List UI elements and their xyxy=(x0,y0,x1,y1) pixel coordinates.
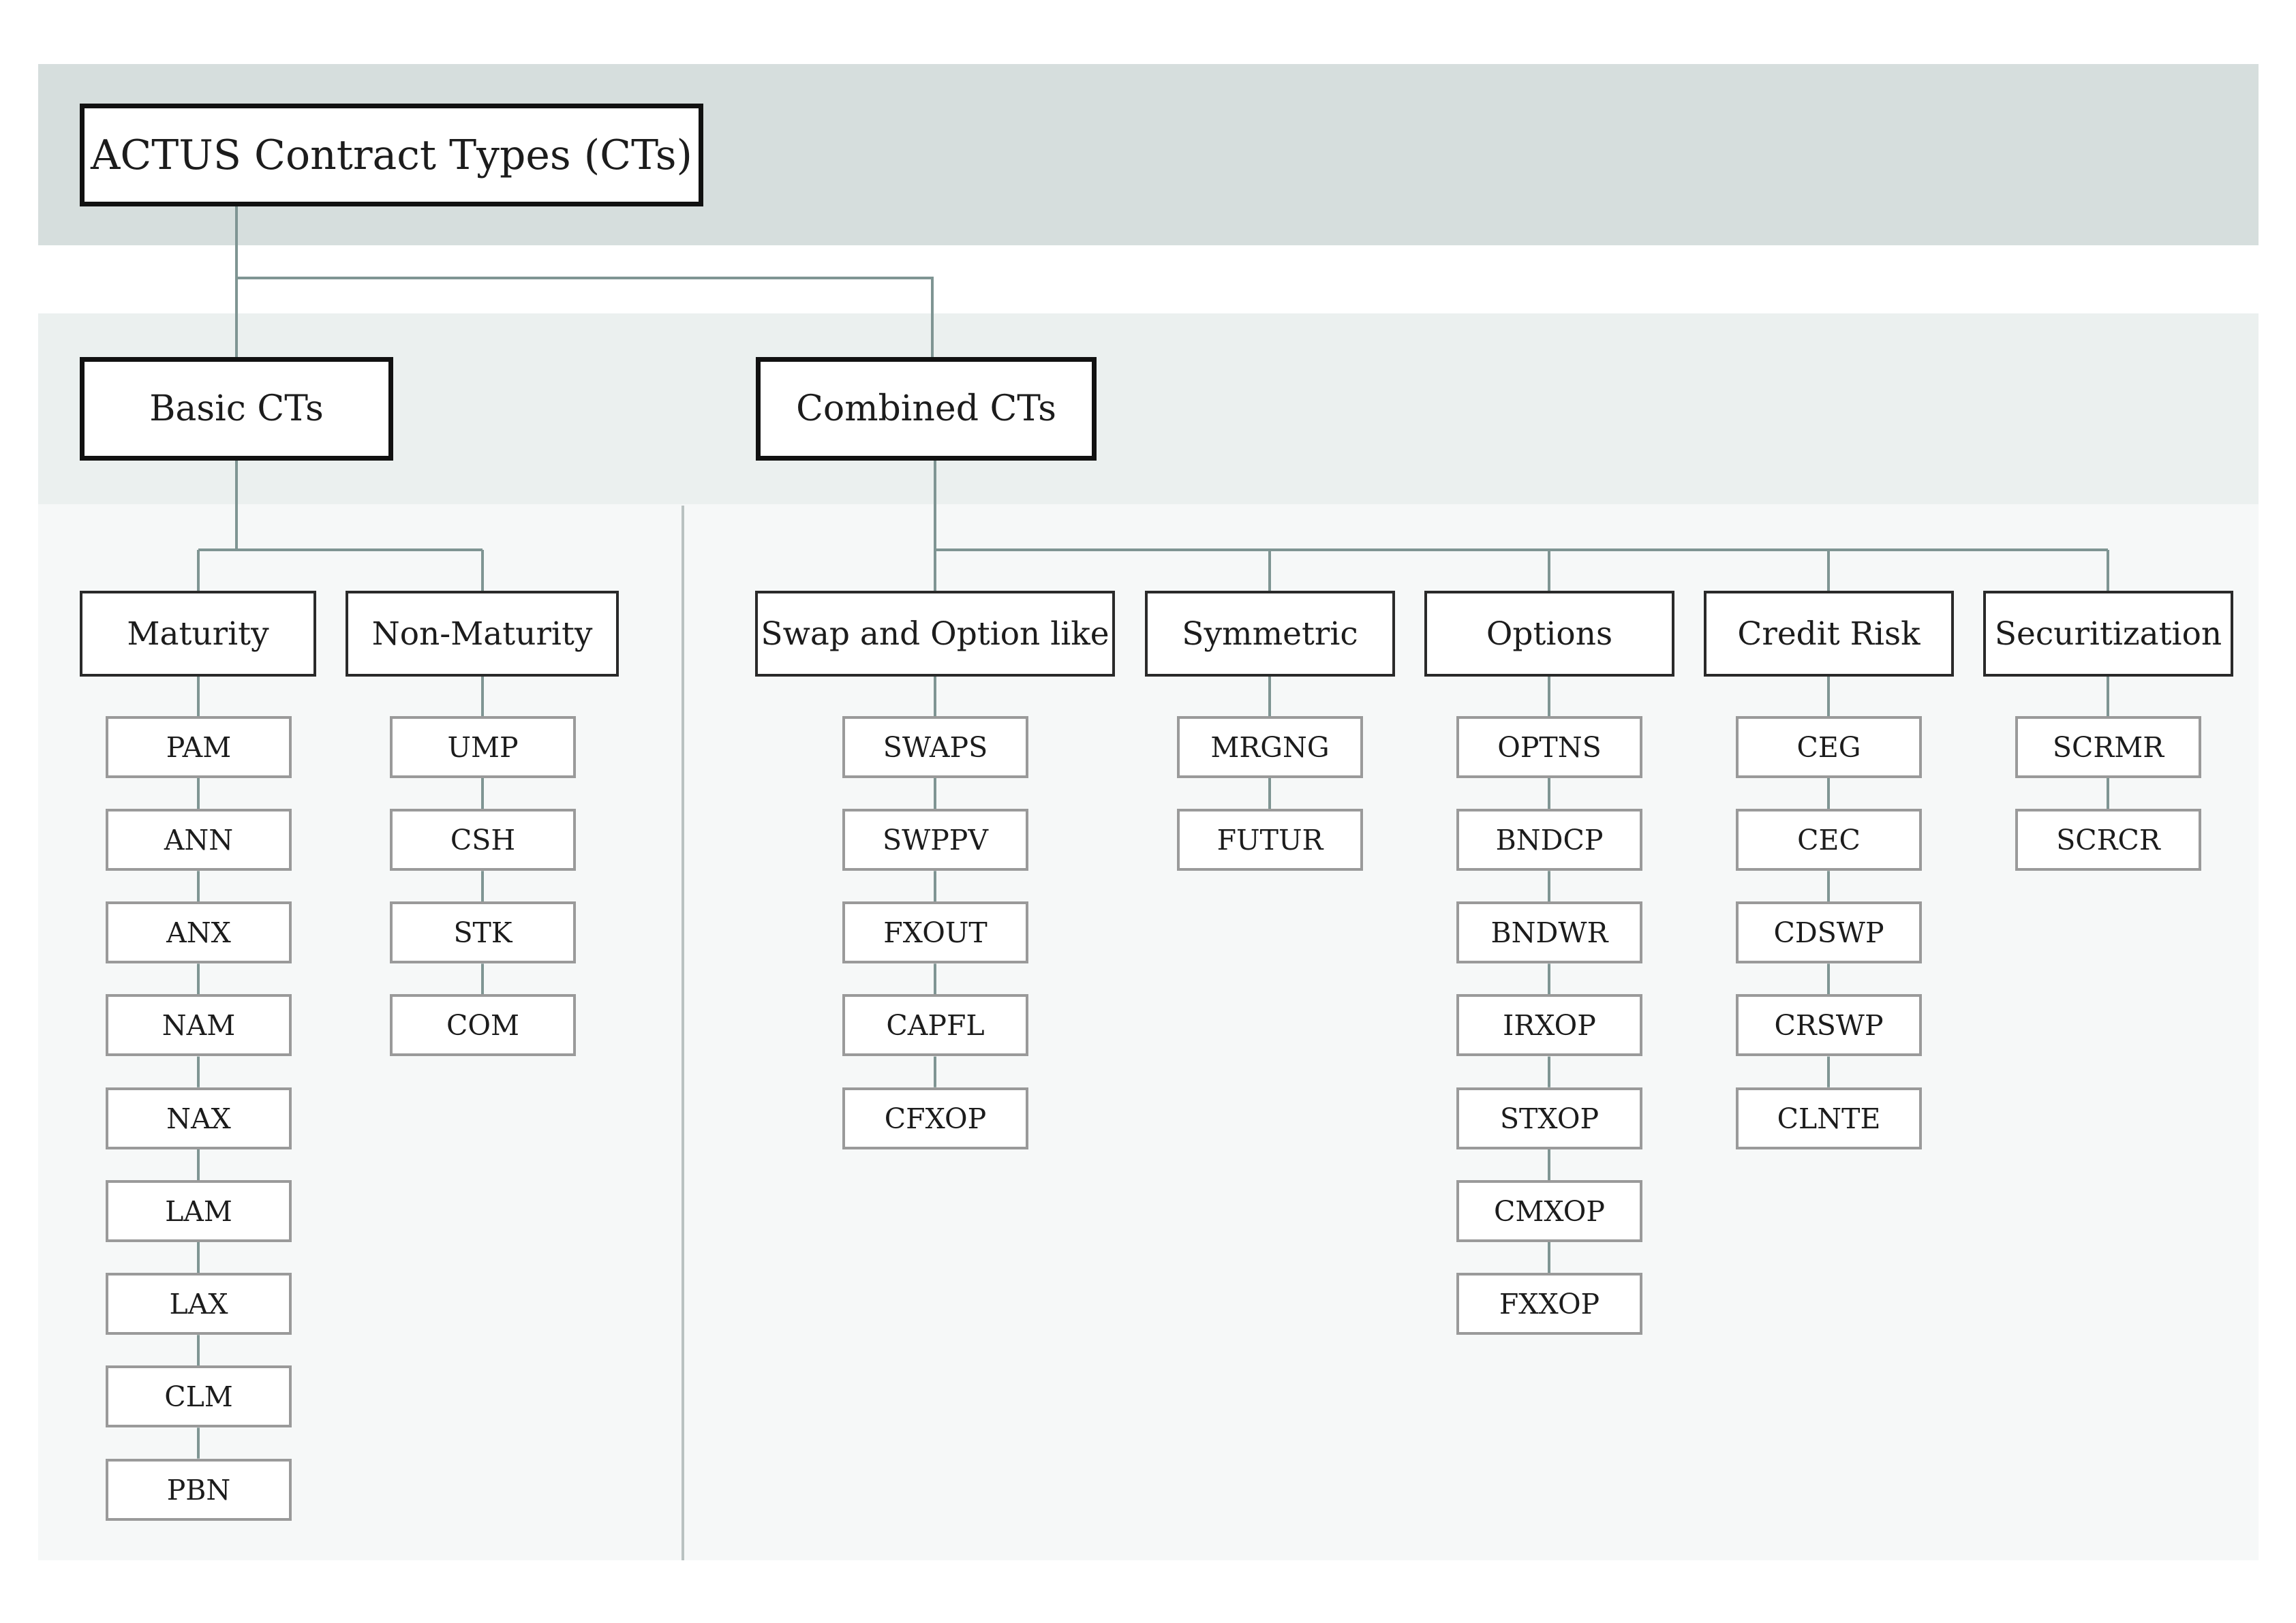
contract-type-leaf: BNDCP xyxy=(1456,809,1642,871)
contract-type-leaf: CEC xyxy=(1736,809,1922,871)
contract-type-leaf: SCRCR xyxy=(2015,809,2201,871)
leaf-label: CMXOP xyxy=(1493,1194,1606,1228)
category-label: Securitization xyxy=(1994,615,2222,653)
category-label: Credit Risk xyxy=(1737,615,1920,653)
contract-type-leaf: NAM xyxy=(106,994,292,1056)
category-symmetric: Symmetric xyxy=(1145,591,1395,677)
category-label: Options xyxy=(1486,615,1613,653)
contract-type-leaf: LAM xyxy=(106,1180,292,1242)
leaf-label: LAM xyxy=(165,1194,232,1228)
leaf-label: BNDWR xyxy=(1490,916,1608,949)
leaf-label: CLNTE xyxy=(1777,1102,1881,1135)
leaf-label: NAM xyxy=(162,1008,236,1042)
leaf-label: CEG xyxy=(1796,730,1861,764)
leaf-label: MRGNG xyxy=(1210,730,1330,764)
group-combined-cts: Combined CTs xyxy=(756,357,1097,461)
leaf-label: FXXOP xyxy=(1499,1287,1600,1320)
category-swap-and-option-like: Swap and Option like xyxy=(755,591,1115,677)
category-label: Non-Maturity xyxy=(371,615,593,653)
contract-type-leaf: BNDWR xyxy=(1456,901,1642,963)
category-label: Swap and Option like xyxy=(761,615,1109,653)
combined-to-categories-connector xyxy=(934,461,2109,591)
leaf-label: PBN xyxy=(166,1473,231,1506)
group-label: Combined CTs xyxy=(796,388,1056,429)
basic-to-categories-connector xyxy=(197,461,484,591)
contract-type-leaf: FXOUT xyxy=(842,901,1028,963)
category-label: Maturity xyxy=(127,615,269,653)
category-options: Options xyxy=(1424,591,1674,677)
category-non-maturity: Non-Maturity xyxy=(346,591,619,677)
contract-type-leaf: CLNTE xyxy=(1736,1087,1922,1149)
contract-type-leaf: MRGNG xyxy=(1177,716,1363,778)
leaf-label: OPTNS xyxy=(1497,730,1602,764)
leaf-label: STXOP xyxy=(1499,1102,1599,1135)
leaf-label: PAM xyxy=(166,730,232,764)
category-maturity: Maturity xyxy=(80,591,316,677)
contract-type-leaf: SCRMR xyxy=(2015,716,2201,778)
contract-type-leaf: STK xyxy=(390,901,576,963)
leaf-label: SWAPS xyxy=(883,730,988,764)
contract-type-leaf: CDSWP xyxy=(1736,901,1922,963)
leaf-label: CFXOP xyxy=(884,1102,987,1135)
contract-type-leaf: PBN xyxy=(106,1459,292,1521)
group-label: Basic CTs xyxy=(149,388,324,429)
leaf-label: CEC xyxy=(1797,823,1861,856)
category-securitization: Securitization xyxy=(1983,591,2233,677)
contract-type-leaf: CSH xyxy=(390,809,576,871)
contract-type-leaf: STXOP xyxy=(1456,1087,1642,1149)
leaf-label: CLM xyxy=(164,1380,233,1413)
contract-type-leaf: ANX xyxy=(106,901,292,963)
leaf-label: CDSWP xyxy=(1773,916,1884,949)
category-credit-risk: Credit Risk xyxy=(1704,591,1954,677)
leaf-label: NAX xyxy=(166,1102,231,1135)
contract-type-leaf: SWAPS xyxy=(842,716,1028,778)
leaf-label: COM xyxy=(446,1008,519,1042)
contract-type-leaf: FUTUR xyxy=(1177,809,1363,871)
leaf-label: FXOUT xyxy=(883,916,988,949)
contract-type-leaf: CFXOP xyxy=(842,1087,1028,1149)
contract-type-leaf: UMP xyxy=(390,716,576,778)
contract-type-leaf: CEG xyxy=(1736,716,1922,778)
category-label: Symmetric xyxy=(1182,615,1358,653)
contract-type-leaf: ANN xyxy=(106,809,292,871)
contract-type-leaf: COM xyxy=(390,994,576,1056)
leaf-label: SWPPV xyxy=(882,823,988,856)
leaf-label: CRSWP xyxy=(1774,1008,1884,1042)
contract-type-leaf: CAPFL xyxy=(842,994,1028,1056)
contract-type-leaf: FXXOP xyxy=(1456,1273,1642,1335)
contract-type-leaf: SWPPV xyxy=(842,809,1028,871)
root-label: ACTUS Contract Types (CTs) xyxy=(91,131,692,179)
leaf-label: SCRMR xyxy=(2052,730,2164,764)
contract-type-leaf: CRSWP xyxy=(1736,994,1922,1056)
leaf-label: ANX xyxy=(166,916,231,949)
contract-type-leaf: CLM xyxy=(106,1365,292,1427)
leaf-label: CSH xyxy=(450,823,516,856)
leaf-label: ANN xyxy=(164,823,234,856)
root-node: ACTUS Contract Types (CTs) xyxy=(80,104,703,206)
leaf-label: FUTUR xyxy=(1216,823,1323,856)
leaf-label: STK xyxy=(453,916,512,949)
contract-type-leaf: CMXOP xyxy=(1456,1180,1642,1242)
leaf-label: IRXOP xyxy=(1503,1008,1596,1042)
root-to-combined-connector xyxy=(236,277,934,357)
contract-type-leaf: IRXOP xyxy=(1456,994,1642,1056)
leaf-label: BNDCP xyxy=(1495,823,1604,856)
leaf-label: LAX xyxy=(169,1287,228,1320)
group-basic-cts: Basic CTs xyxy=(80,357,393,461)
leaf-label: SCRCR xyxy=(2056,823,2160,856)
contract-type-leaf: NAX xyxy=(106,1087,292,1149)
group-band xyxy=(38,313,2259,504)
contract-type-leaf: PAM xyxy=(106,716,292,778)
leaf-label: UMP xyxy=(447,730,519,764)
leaf-label: CAPFL xyxy=(886,1008,985,1042)
contract-type-leaf: OPTNS xyxy=(1456,716,1642,778)
contract-type-leaf: LAX xyxy=(106,1273,292,1335)
